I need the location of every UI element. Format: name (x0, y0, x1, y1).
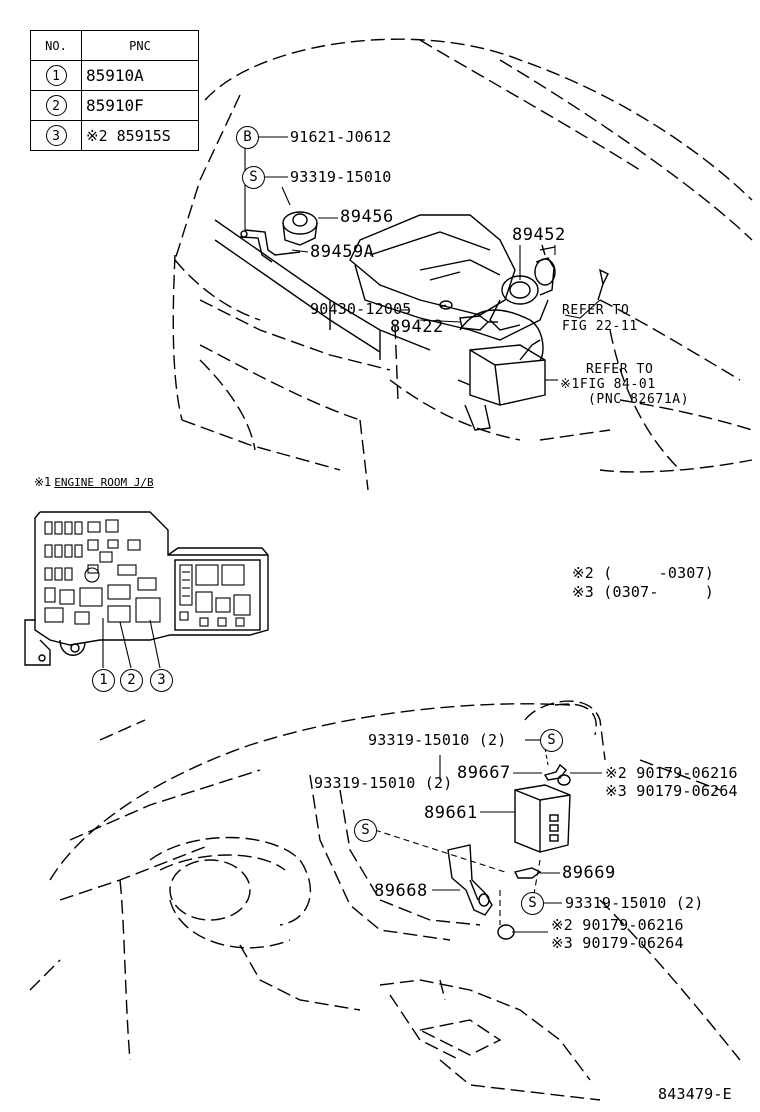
jb-callout-3: 3 (150, 669, 173, 692)
screw-s-symbol: S (242, 166, 265, 189)
screw-s-symbol: S (521, 892, 544, 915)
callout-number: 1 (45, 65, 67, 86)
pnc-table-header: NO. PNC (30, 30, 199, 61)
header-no: NO. (30, 30, 82, 61)
jb-housing (24, 511, 269, 666)
jb-title-text: ENGINE ROOM J/B (54, 476, 154, 489)
sensor-89456 (282, 211, 318, 246)
screw-s-symbol: S (540, 729, 563, 752)
pnc-row: 3 ※2 85915S (30, 120, 199, 151)
figure-id: 843479-E (658, 1085, 732, 1103)
label-89668: 89668 (374, 881, 428, 901)
label-90179-06216-a: ※2 90179-06216 (605, 764, 738, 782)
label-93319-15010-a: 93319-15010 (2) (368, 731, 507, 749)
header-pnc: PNC (81, 30, 199, 61)
radiator-support (214, 219, 431, 360)
clip-89669 (513, 867, 542, 879)
clip-89667 (543, 763, 567, 781)
jb-callout-1: 1 (92, 669, 115, 692)
bracket-89668 (447, 844, 493, 916)
center-stack (239, 774, 591, 1081)
label-89661: 89661 (424, 803, 478, 823)
bolt-b-symbol: B (236, 126, 259, 149)
refer-fig22-line1: REFER TO (562, 303, 630, 318)
label-91621-j0612: 91621-J0612 (290, 128, 392, 146)
label-90179-06264-b: ※3 90179-06264 (551, 934, 684, 952)
engine-duct (459, 309, 544, 361)
fender-body-lines (172, 254, 753, 491)
ecu-89661 (514, 784, 571, 853)
label-89452: 89452 (512, 225, 566, 245)
bracket-89459a (239, 229, 301, 263)
refer-fig84-line2: ※1FIG 84-01 (560, 377, 656, 392)
nut-90179-upper (557, 774, 571, 786)
label-93319-15010: 93319-15010 (290, 168, 392, 186)
pnc-row: 2 85910F (30, 90, 199, 121)
washer-90430 (439, 300, 453, 310)
pnc-row: 1 85910A (30, 60, 199, 91)
callout-number: 3 (45, 125, 67, 146)
refer-fig84-line3: (PNC 82671A) (588, 392, 690, 407)
label-89667: 89667 (457, 763, 511, 783)
screw-s-symbol: S (354, 819, 377, 842)
label-90430-12005: 90430-12005 (310, 300, 412, 318)
leaders-top (244, 136, 601, 381)
bolt-small (597, 268, 609, 301)
label-89459a: 89459A (310, 242, 375, 262)
label-93319-15010-b: 93319-15010 (2) (314, 774, 453, 792)
instrument-cluster (149, 836, 311, 949)
sensor-89452 (534, 244, 556, 296)
label-90179-06264-a: ※3 90179-06264 (605, 782, 738, 800)
label-89669: 89669 (562, 863, 616, 883)
jb-callout-leaders (102, 618, 161, 669)
note-3: ※3 (0307- ) (572, 583, 714, 601)
jb-title-mark: ※1 (34, 475, 52, 489)
dash-outline (29, 700, 741, 1101)
sensor-89422 (459, 315, 498, 331)
engine-cover (349, 214, 549, 341)
pnc-table: NO. PNC 1 85910A 2 85910F 3 ※2 85915S (30, 30, 199, 151)
hood-outline (174, 38, 753, 321)
refer-fig22-line2: FIG 22-11 (562, 319, 638, 334)
jb-module-top (457, 339, 546, 431)
pnc-value: 85910A (81, 60, 199, 91)
nut-90179-lower (497, 924, 515, 940)
leaders-dash (374, 739, 602, 933)
jb-fuses (44, 519, 251, 627)
pnc-value: 85910F (81, 90, 199, 121)
label-93319-15010-c: 93319-15010 (2) (565, 894, 704, 912)
pnc-value: ※2 85915S (81, 120, 199, 151)
label-90179-06216-b: ※2 90179-06216 (551, 916, 684, 934)
label-89422: 89422 (390, 317, 444, 337)
refer-fig84-line1: REFER TO (586, 362, 654, 377)
callout-number: 2 (45, 95, 67, 116)
note-2: ※2 ( -0307) (572, 564, 714, 582)
jb-callout-2: 2 (120, 669, 143, 692)
label-89456: 89456 (340, 207, 394, 227)
